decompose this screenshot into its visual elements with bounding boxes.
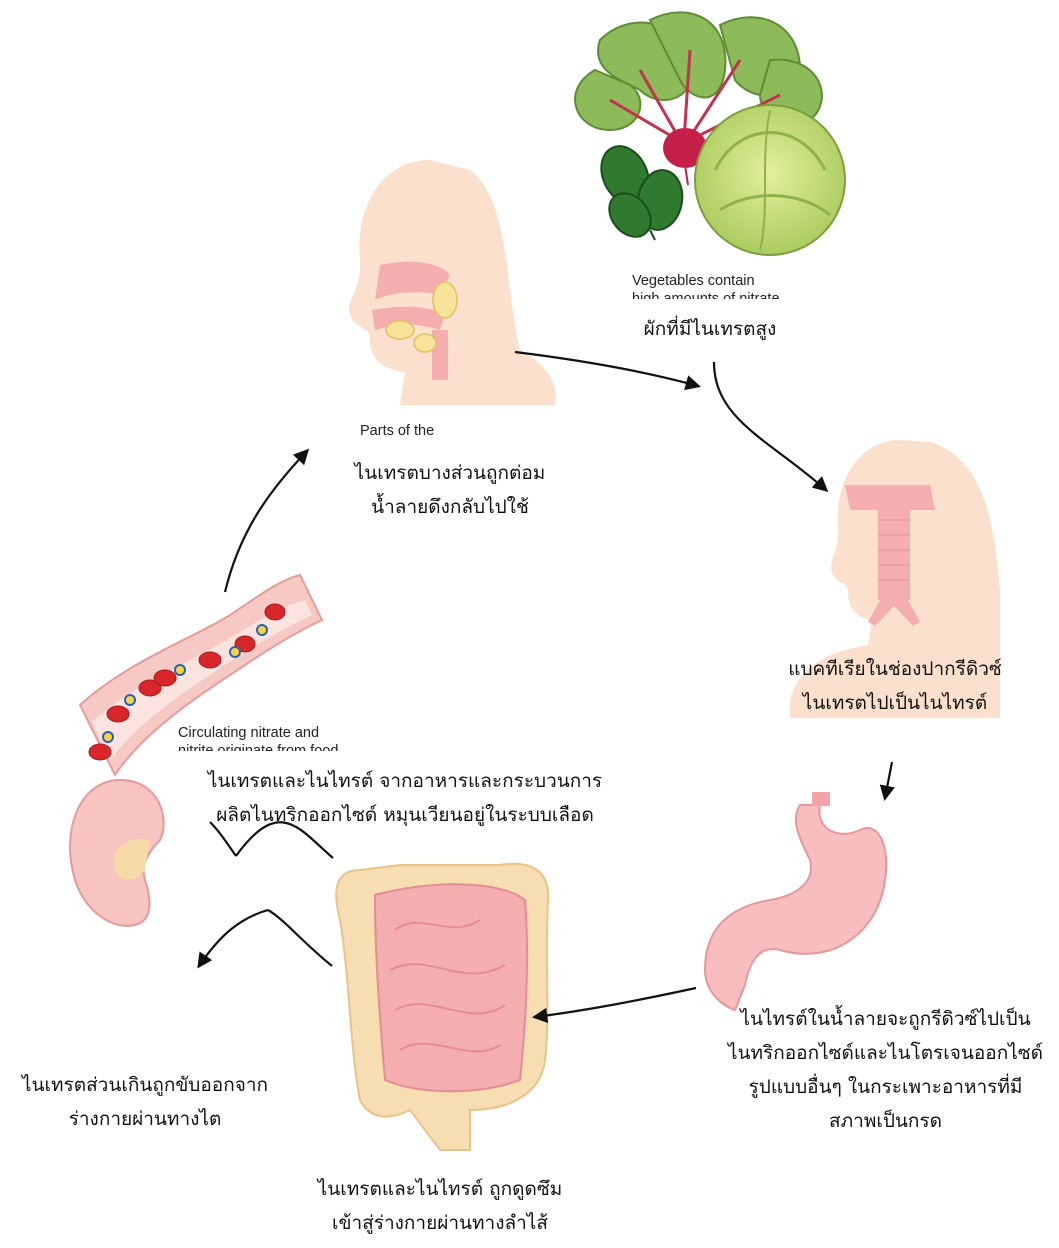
arrow-blood-to-head (225, 451, 307, 592)
label-saliva-line-2: น้ำลายดึงกลับไปใช้ (300, 490, 600, 524)
label-intestine-line-2: เข้าสู่ร่างกายผ่านทางลำไส้ (290, 1206, 590, 1240)
label-mouth-line-2: ไนเทรตไปเป็นไนไทรต์ (750, 686, 1040, 720)
label-saliva-reuse: ไนเทรตบางส่วนถูกต่อม น้ำลายดึงกลับไปใช้ (300, 456, 600, 524)
label-stomach-line-1: ไนไทรต์ในน้ำลายจะถูกรีดิวซ์ไปเป็น (712, 1002, 1059, 1036)
label-stomach-line-3: รูปแบบอื่นๆ ในกระเพาะอาหารที่มี (712, 1070, 1059, 1104)
arrow-veg-to-mouth (714, 362, 826, 490)
intestines-illustration (336, 864, 548, 1150)
label-mouth-bacteria: แบคทีเรียในช่องปากรีดิวซ์ ไนเทรตไปเป็นไน… (750, 652, 1040, 720)
vessel-caption: Circulating nitrate and nitrite originat… (178, 724, 368, 751)
label-mouth-line-1: แบคทีเรียในช่องปากรีดิวซ์ (750, 652, 1040, 686)
label-stomach: ไนไทรต์ในน้ำลายจะถูกรีดิวซ์ไปเป็น ไนทริก… (712, 1002, 1059, 1138)
label-blood-line-1: ไนเทรตและไนไทรต์ จากอาหารและกระบวนการ (175, 764, 635, 798)
label-kidney: ไนเทรตส่วนเกินถูกขับออกจาก ร่างกายผ่านทา… (0, 1068, 290, 1136)
beet-tail (685, 165, 688, 185)
label-intestine-line-1: ไนเทรตและไนไทรต์ ถูกดูดซึม (290, 1172, 590, 1206)
arrow-to-kidney (199, 910, 268, 966)
label-stomach-line-4: สภาพเป็นกรด (712, 1104, 1059, 1138)
stomach-illustration (705, 792, 886, 1010)
vegetables-illustration (575, 12, 845, 255)
vegetables-caption: Vegetables contain high amounts of nitra… (632, 272, 822, 299)
label-vegetables: ผักที่มีไนเทรตสูง (600, 312, 820, 346)
label-kidney-line-1: ไนเทรตส่วนเกินถูกขับออกจาก (0, 1068, 290, 1102)
label-blood-circulation: ไนเทรตและไนไทรต์ จากอาหารและกระบวนการ ผล… (175, 764, 635, 832)
head-caption-line-1: Parts of the (360, 422, 480, 440)
vessel-caption-line-1: Circulating nitrate and (178, 724, 368, 742)
label-vegetables-line-1: ผักที่มีไนเทรตสูง (600, 312, 820, 346)
head-caption: Parts of the (360, 422, 480, 442)
head-salivary-glands-illustration (349, 160, 556, 405)
vessel-caption-line-2: nitrite originate from food (178, 742, 368, 751)
vegetables-caption-line-1: Vegetables contain (632, 272, 822, 290)
cabbage (695, 105, 845, 255)
kidney-illustration (70, 780, 164, 926)
label-kidney-line-2: ร่างกายผ่านทางไต (0, 1102, 290, 1136)
label-stomach-line-2: ไนทริกออกไซด์และไนโตรเจนออกไซด์ (712, 1036, 1059, 1070)
arrow-stomach-to-intestine (535, 988, 696, 1017)
label-blood-line-2: ผลิตไนทริกออกไซด์ หมุนเวียนอยู่ในระบบเลื… (175, 798, 635, 832)
arrow-mouth-to-stomach (885, 762, 892, 798)
label-saliva-line-1: ไนเทรตบางส่วนถูกต่อม (300, 456, 600, 490)
arrow-intestine-branch (268, 910, 332, 966)
vegetables-caption-line-2: high amounts of nitrate (632, 290, 822, 299)
label-intestine: ไนเทรตและไนไทรต์ ถูกดูดซึม เข้าสู่ร่างกา… (290, 1172, 590, 1240)
